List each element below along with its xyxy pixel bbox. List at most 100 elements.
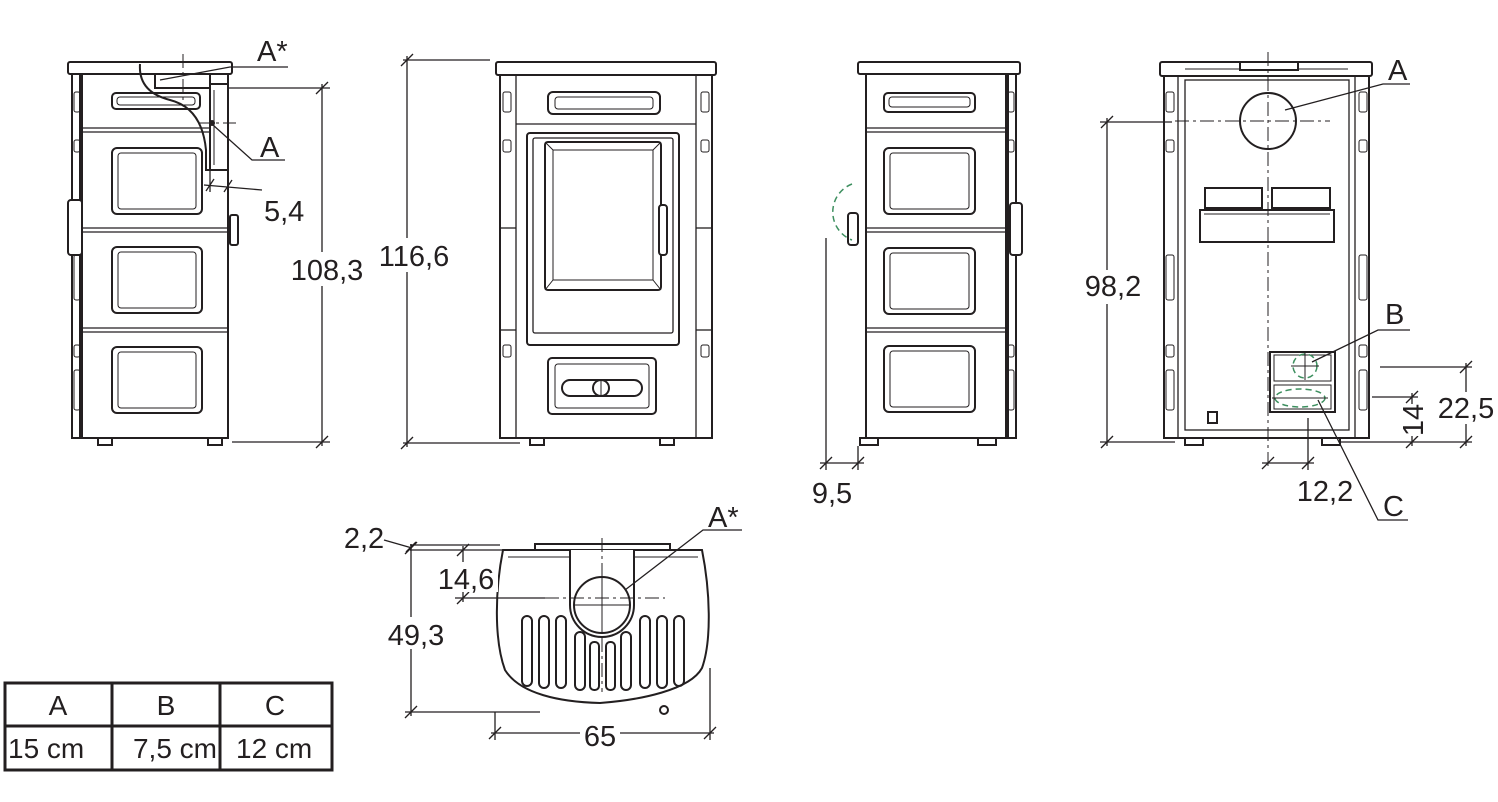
- label-flue-top: A*: [257, 36, 288, 68]
- tile-panel-inner: [117, 152, 197, 210]
- vent-slot: [547, 91, 661, 115]
- back-view: 98,2 A B C 22,5 14 12,2: [1082, 52, 1496, 523]
- label-backdrop: [580, 719, 620, 751]
- dimension-tick: [1459, 435, 1473, 449]
- column-notch: [700, 344, 710, 358]
- dimension-tick: [1405, 435, 1419, 449]
- handle-right: [1009, 202, 1023, 256]
- top-plate: [67, 61, 233, 75]
- column-notch: [1358, 91, 1368, 113]
- column-notch: [1165, 369, 1175, 411]
- foot: [659, 437, 675, 446]
- tile-panel-inner: [889, 252, 970, 310]
- dimension-tick: [851, 456, 865, 470]
- column-notch: [73, 91, 81, 113]
- legend-table: A B C 15 cm 7,5 cm 12 cm: [3, 681, 334, 772]
- label-backdrop: [436, 562, 498, 592]
- dimension-tick: [1261, 456, 1275, 470]
- side-view-left: A* A 5,4 108,3: [67, 36, 366, 449]
- table-header-c: C: [265, 690, 285, 721]
- dimension-tick: [819, 456, 833, 470]
- dimension-tick: [1459, 360, 1473, 374]
- column-notch: [502, 91, 512, 113]
- foot: [859, 437, 879, 446]
- label-backdrop: [1082, 270, 1146, 304]
- side-view-right: 9,5: [812, 61, 1023, 510]
- air-inlet-box: [1269, 351, 1336, 413]
- label-handle-offset: 9,5: [812, 478, 852, 510]
- column-notch: [73, 139, 81, 153]
- label-width: 65: [584, 721, 616, 753]
- leader-line: [159, 66, 288, 81]
- table-value-c: 12 cm: [236, 733, 312, 764]
- dimension-tick: [1100, 115, 1114, 129]
- handle-right: [229, 214, 239, 246]
- label-height: 116,6: [379, 241, 449, 273]
- door-glass: [552, 149, 654, 281]
- vent-slot: [574, 631, 586, 691]
- label-depth: 49,3: [388, 620, 444, 652]
- label-inlet-b: B: [1385, 299, 1404, 331]
- leader-line: [212, 124, 285, 161]
- column-notch: [1358, 139, 1368, 153]
- label-flue-top: A*: [708, 502, 739, 534]
- bevel-corner: [544, 141, 554, 151]
- tile-panel: [883, 147, 976, 215]
- column-notch: [1007, 139, 1015, 153]
- vent-slot: [639, 615, 651, 689]
- tile-panel: [111, 147, 203, 215]
- leader-line: [1317, 399, 1408, 521]
- dimension-tick: [223, 179, 233, 193]
- dimension-tick: [404, 705, 418, 719]
- top-view: 2,2 14,6 49,3 65 A*: [344, 502, 742, 753]
- tile-panel-inner: [117, 351, 197, 409]
- door-handle: [658, 204, 668, 256]
- vent-slot-inner: [116, 96, 196, 106]
- dimension-tick: [404, 541, 418, 555]
- bevel-corner: [652, 279, 662, 291]
- label-offset: 5,4: [264, 196, 304, 228]
- column-notch: [1165, 344, 1175, 358]
- top-plate: [857, 61, 1021, 75]
- column-notch: [1165, 139, 1175, 153]
- vent-slot-inner: [888, 96, 971, 108]
- vent-slot: [883, 92, 976, 113]
- vent-slot: [555, 615, 567, 689]
- bevel-corner: [544, 279, 554, 291]
- dimension-tick: [205, 178, 215, 192]
- foot: [977, 437, 997, 446]
- column-notch: [700, 139, 710, 153]
- dimension-tick: [456, 543, 470, 557]
- label-backdrop: [1402, 404, 1424, 436]
- leader-line: [1311, 329, 1410, 363]
- table-header-b: B: [157, 690, 176, 721]
- dimension-line: [203, 184, 263, 191]
- vent-slot: [656, 615, 668, 689]
- ash-drawer-inner: [554, 363, 650, 409]
- tile-panel: [883, 247, 976, 315]
- flue-top-insert: [1239, 61, 1299, 71]
- flue-elbow: [138, 63, 229, 171]
- table-value-b: 7,5 cm: [133, 733, 217, 764]
- flue-rear-pipe: [209, 83, 229, 171]
- leader-line: [383, 539, 413, 549]
- air-inlet-lower: [1273, 384, 1332, 410]
- tile-panel: [111, 346, 203, 414]
- rear-knob: [659, 705, 669, 715]
- tile-panel: [883, 345, 976, 413]
- top-plate: [495, 61, 717, 76]
- tile-panel-inner: [117, 251, 197, 309]
- leader-line: [624, 529, 742, 591]
- back-panel: [1184, 79, 1350, 431]
- label-inlet-c: C: [1383, 491, 1404, 523]
- label-top-offset: 2,2: [344, 523, 384, 555]
- column-notch: [502, 139, 512, 153]
- vent-slot: [620, 631, 632, 691]
- column-notch: [1358, 254, 1368, 301]
- small-fitting: [1207, 411, 1218, 424]
- vent-slot: [673, 615, 685, 687]
- label-flue-offset: 14,6: [438, 564, 494, 596]
- vent-slot: [111, 92, 201, 110]
- foot: [207, 437, 223, 446]
